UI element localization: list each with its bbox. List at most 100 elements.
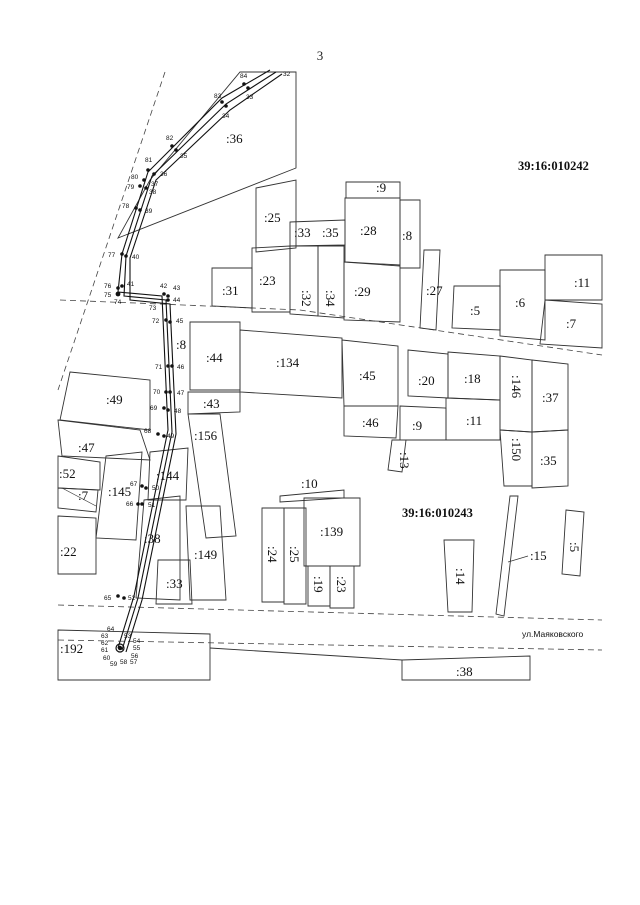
parcel-label: :47 (78, 440, 95, 455)
parcel-label: :37 (542, 390, 559, 405)
parcel-label: :46 (362, 415, 379, 430)
parcel-label: :38 (456, 664, 473, 679)
point-number-label: 74 (114, 299, 122, 306)
parcel-label: :38 (144, 531, 161, 546)
parcel-label: :22 (60, 544, 77, 559)
quarter-label-south: 39:16:010243 (402, 506, 473, 520)
point-number-label: 60 (103, 655, 111, 662)
point-number-label: 71 (155, 364, 163, 371)
parcel-label: :10 (301, 476, 318, 491)
point-number-label: 81 (145, 157, 153, 164)
parcel-label: :24 (265, 546, 280, 563)
point-number-label: 67 (130, 481, 138, 488)
point-number-label: 65 (104, 595, 112, 602)
point-number-label: 40 (132, 254, 140, 261)
point-number-label: 38 (149, 189, 157, 196)
parcel-label: :7 (566, 316, 577, 331)
parcel-label: :5 (567, 542, 582, 552)
point-number-label: 68 (144, 428, 152, 435)
point-number-label: 82 (166, 135, 174, 142)
point-number-label: 62 (101, 640, 109, 647)
point-number-label: 45 (176, 318, 184, 325)
point-number-label: 80 (131, 174, 139, 181)
point-number-label: 59 (110, 661, 118, 668)
parcel-label: :32 (299, 290, 314, 307)
parcel-label: :11 (466, 413, 482, 428)
point-number-label: 70 (153, 389, 161, 396)
parcel-label: :28 (360, 223, 377, 238)
point-number-label: 54 (133, 638, 141, 645)
parcel-label: :23 (259, 273, 276, 288)
point-number-label: 61 (101, 647, 109, 654)
parcel-label: :156 (194, 428, 218, 443)
parcel-label: :134 (276, 355, 300, 370)
parcel-label: :146 (509, 375, 524, 399)
point-number-label: 56 (131, 653, 139, 660)
parcel-label: :49 (106, 392, 123, 407)
point-number-label: 34 (222, 113, 230, 120)
parcel-label: :23 (334, 576, 349, 593)
parcel-label: :144 (156, 468, 180, 483)
point-number-label: 73 (149, 305, 157, 312)
point-number-label: 75 (104, 292, 112, 299)
parcel-label: :52 (59, 466, 76, 481)
parcel-label: :139 (320, 524, 343, 539)
parcel-label: :15 (530, 548, 547, 563)
point-number-label: 49 (167, 433, 175, 440)
parcel-label: :34 (323, 290, 338, 307)
point-number-label: 36 (160, 171, 168, 178)
parcel-label: :44 (206, 350, 223, 365)
point-number-label: 48 (174, 408, 182, 415)
parcel-label: :150 (509, 438, 524, 461)
quarter-label-north: 39:16:010242 (518, 159, 589, 173)
parcel-label: :14 (453, 568, 468, 585)
point-number-label: 78 (122, 203, 130, 210)
point-labels: 84 32 83 33 34 82 35 81 36 80 79 37 38 7… (101, 71, 291, 668)
point-number-label: 72 (152, 318, 160, 325)
point-number-label: 42 (160, 283, 168, 290)
parcel-label: :7 (78, 488, 89, 503)
road-line (57, 639, 603, 651)
route-line (117, 69, 283, 653)
road-line (57, 71, 166, 391)
parcel-label: :19 (311, 576, 326, 593)
point-number-label: 41 (127, 281, 135, 288)
point-number-label: 46 (177, 364, 185, 371)
point-number-label: 52 (128, 595, 136, 602)
parcel-label: :20 (418, 373, 435, 388)
parcel-label: :8 (176, 337, 186, 352)
page-number: 3 (316, 48, 324, 63)
point-number-label: 55 (133, 645, 141, 652)
point-number-label: 35 (180, 153, 188, 160)
parcel-label: :145 (108, 484, 131, 499)
point-number-label: 63 (101, 633, 109, 640)
parcels-south (57, 489, 585, 681)
point-number-label: 32 (283, 71, 291, 78)
road-line (57, 604, 603, 621)
point-number-label: 33 (246, 94, 254, 101)
point-number-label: 53 (124, 633, 132, 640)
parcel-label: :27 (426, 283, 443, 298)
parcel-label: :13 (397, 452, 412, 469)
point-number-label: 64 (107, 626, 115, 633)
point-number-label: 84 (240, 73, 248, 80)
parcel-labels: :36 :9 :25 :33 :35 :28 :8 :23 :32 :34 :2… (59, 131, 590, 679)
parcel-label: :33 (166, 576, 183, 591)
point-number-label: 43 (173, 285, 181, 292)
point-number-label: 69 (150, 405, 158, 412)
point-number-label: 77 (108, 252, 116, 259)
parcel-label: :5 (470, 303, 480, 318)
parcel-label: :33 (294, 225, 311, 240)
point-number-label: 83 (214, 93, 222, 100)
point-number-label: 37 (151, 181, 159, 188)
parcel-label: :35 (322, 225, 339, 240)
parcel-label: :25 (287, 546, 302, 563)
parcel-label: :45 (359, 368, 376, 383)
parcel-label: :18 (464, 371, 481, 386)
parcel-label: :11 (574, 275, 590, 290)
parcel-label: :25 (264, 210, 281, 225)
street-label: ул.Маяковского (522, 629, 584, 639)
parcel-label: :43 (203, 396, 220, 411)
point-number-label: 66 (126, 501, 134, 508)
